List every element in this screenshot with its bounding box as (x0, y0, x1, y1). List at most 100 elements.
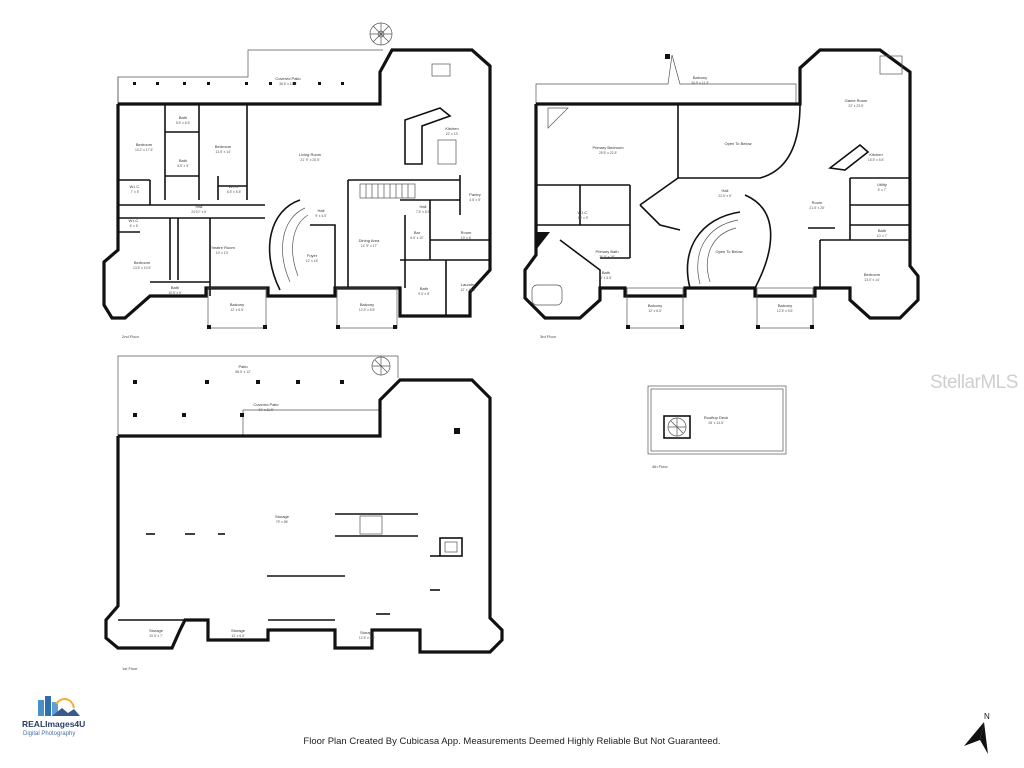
room-label: W.I.C. (578, 210, 589, 215)
room-label: Game Room (845, 98, 868, 103)
room-label: Balcony (360, 302, 374, 307)
room-label: Bath (179, 158, 187, 163)
room-label: W.I.C. (130, 184, 141, 189)
room-dims: 12.5' x 5.5' (359, 308, 376, 312)
room-dims: 19' x 13' (216, 251, 229, 255)
room-dims: 10.2' x 17.5' (135, 148, 153, 152)
second-floor-plan: Covered Patio 36.5' x 11.5' Living Room … (102, 22, 492, 339)
room-dims: 30.5' x 18' (599, 255, 615, 259)
room-dims: 12' x 16' (306, 259, 319, 263)
room-dims: 15.5' x 5.5' (868, 158, 885, 162)
balcony-3a-outline (626, 287, 684, 329)
room-dims: 10.5' x 6' (168, 291, 182, 295)
third-floor-labels: Balcony 34.5' x 11.5' Primary Bedroom 25… (578, 75, 888, 313)
floor-label-3rd: 3rd Floor (540, 334, 557, 339)
first-floor-labels: Patio 58.5' x 12' Covered Patio 34' x 11… (149, 364, 375, 640)
room-dims: 10' x 7' (877, 234, 888, 238)
room-label: Bath (878, 228, 886, 233)
room-label: Balcony (693, 75, 707, 80)
room-label: Primary Bath (595, 249, 618, 254)
room-dims: 25.5' x 22.5' (599, 151, 617, 155)
room-label: Bedroom (864, 272, 881, 277)
room-label: Patio (238, 364, 248, 369)
room-dims: 21.5' x 25' (809, 206, 825, 210)
footer-disclaimer: Floor Plan Created By Cubicasa App. Meas… (303, 736, 721, 747)
room-label: Hall (318, 208, 325, 213)
room-dims: 34.5' x 11.5' (691, 81, 709, 85)
room-dims: 34' x 11.5' (259, 408, 274, 412)
room-dims: 6' x 5.5' (600, 276, 612, 280)
room-label: Bath (602, 270, 610, 275)
room-label: Hall (722, 188, 729, 193)
room-dims: 14' 9" x 17' (361, 244, 378, 248)
first-floor-plan: Patio 58.5' x 12' Covered Patio 34' x 11… (104, 355, 504, 671)
room-label: Storage (360, 630, 375, 635)
room-dims: 5.5' x 9' (177, 164, 189, 168)
patio-posts (133, 82, 344, 85)
floor-label-4th: 4th Floor (652, 464, 668, 469)
room-label: W.I.C. (129, 218, 140, 223)
room-dims: 4.5' x 5' (469, 198, 481, 202)
room-label: Bedroom (134, 260, 151, 265)
room-label: Bar (414, 230, 421, 235)
room-label: Bath (171, 285, 179, 290)
room-dims: 22' x 13' (446, 132, 459, 136)
room-dims: 12.5' x 6.5' (359, 636, 376, 640)
room-label: Bedroom (136, 142, 153, 147)
balcony-a-outline (207, 287, 267, 329)
room-dims: 13.5' x 14' (215, 150, 231, 154)
watermark-text: StellarMLS (930, 372, 1018, 393)
patio-posts (133, 380, 460, 434)
room-dims: 13' x 6' (461, 236, 472, 240)
room-label: Dining Area (359, 238, 380, 243)
spiral-stair-icon (369, 22, 393, 46)
room-dims: 7.5' x 8.5' (416, 210, 431, 214)
room-dims: 6.5' x 10' (410, 236, 424, 240)
room-dims: 12.5' x 9.5' (777, 309, 794, 313)
room-dims: 79' x 56' (276, 520, 289, 524)
room-label: Balcony (648, 303, 662, 308)
room-label: Hall (196, 204, 203, 209)
room-dims: 7' x 5' (131, 190, 140, 194)
room-label: Kitchen (445, 126, 458, 131)
room-label: Foyer (307, 253, 318, 258)
room-dims: 20.5' x 7' (149, 634, 163, 638)
balcony-b-outline (336, 287, 398, 329)
room-label: Theatre Room (209, 245, 235, 250)
room-dims: 36.5' x 11.5' (279, 82, 297, 86)
room-dims: 13.5' x 19.5' (133, 266, 151, 270)
room-label: Room (812, 200, 823, 205)
logo-name: REALImages4U (22, 719, 86, 729)
room-dims: 58.5' x 12' (235, 370, 251, 374)
room-label: Covered Patio (275, 76, 301, 81)
room-dims: 28' x 14.5' (708, 421, 724, 425)
room-dims: 9.5' x 8' (418, 292, 430, 296)
room-dims: 24'10" x 6' (191, 210, 207, 214)
room-label: Hall (420, 204, 427, 209)
room-label: Storage (275, 514, 290, 519)
room-dims: 12' x 13.5' (460, 288, 476, 292)
room-dims: 12' x 6.5' (231, 634, 245, 638)
room-dims: 6.5' x 5.5' (227, 190, 242, 194)
room-label: Room (461, 230, 472, 235)
spiral-stair-icon (667, 417, 687, 437)
room-label: Bedroom (215, 144, 232, 149)
room-label: Bath (420, 286, 428, 291)
realimages4u-logo-icon (38, 696, 80, 716)
second-floor-interior-walls (118, 104, 490, 316)
room-label: Storage (231, 628, 246, 633)
logo-subtitle: Digital Photography (23, 731, 76, 737)
room-dims: 12' x 6.5' (230, 308, 244, 312)
room-label: Pantry (469, 192, 481, 197)
room-label: Bath (179, 115, 187, 120)
second-floor-labels: Covered Patio 36.5' x 11.5' Living Room … (129, 76, 482, 312)
room-dims: 12' x 6.5' (648, 309, 662, 313)
room-label: W.I.C. (229, 184, 240, 189)
room-label: Utility (877, 182, 887, 187)
fourth-floor-plan: Rooftop Deck 28' x 14.5' 4th Floor (647, 385, 787, 469)
room-dims: 22' x 23.5' (848, 104, 864, 108)
balcony-3b-outline (756, 287, 814, 329)
spiral-stair-icon (371, 356, 391, 376)
room-label: Laundry (461, 282, 475, 287)
